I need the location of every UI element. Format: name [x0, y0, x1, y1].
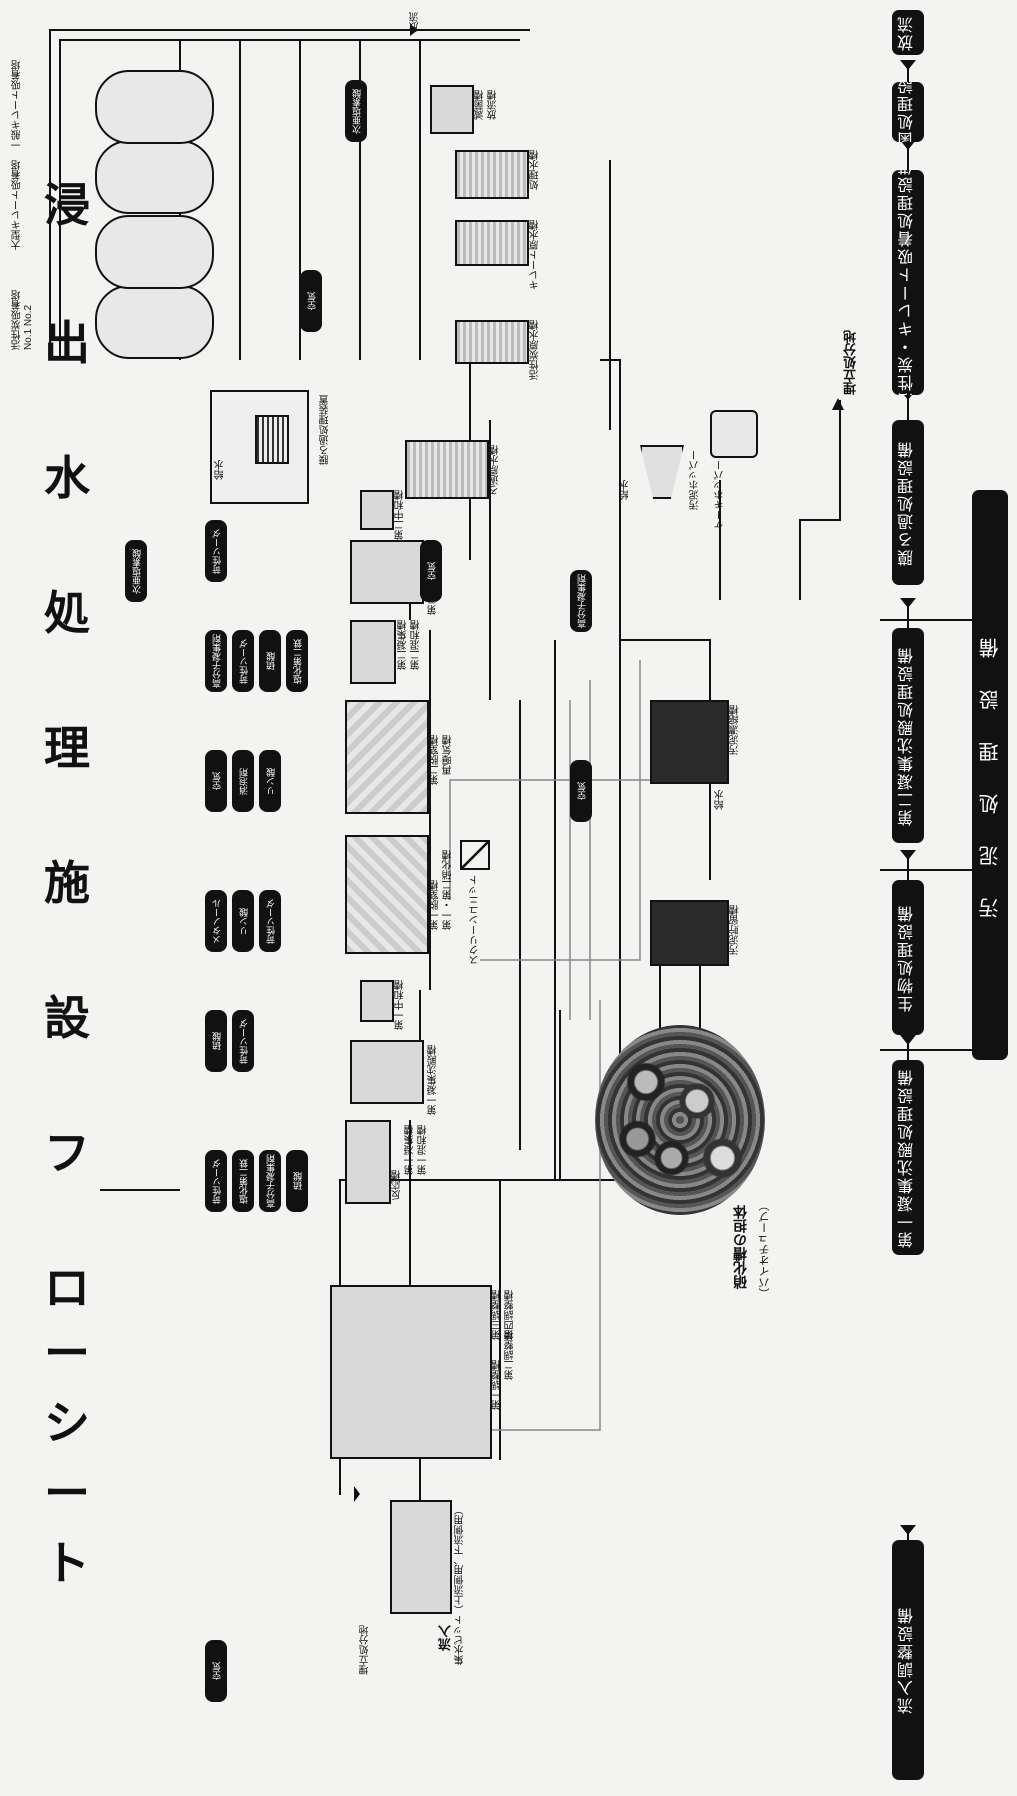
cake-hopper-label: ケーキホッパー	[715, 460, 726, 530]
thick-tank	[650, 700, 729, 784]
disinfect-label-2: 放流槽	[488, 90, 499, 120]
chemical-pill: 苛性ソーダ	[259, 890, 281, 952]
ac-raw-label: 活性炭原水槽	[530, 320, 541, 380]
neutral1-label: 第一中和槽	[395, 980, 406, 1030]
neutral1-tank	[360, 980, 394, 1022]
coag1-label-2: 第一凝集槽	[405, 1125, 416, 1175]
sludge-hopper-label: 汚泥ホッパー	[690, 450, 701, 510]
water-label-2: 給水	[215, 460, 226, 480]
treated-water-tank	[455, 150, 529, 199]
water-label-1: 給水	[620, 480, 631, 500]
coag1-tanks	[345, 1120, 391, 1204]
chelate-tower-2	[95, 70, 214, 144]
chemical-pill: 硫酸	[259, 630, 281, 692]
ac-tower-2	[95, 215, 214, 289]
screen-unit	[460, 840, 490, 870]
chelate-tower-1	[95, 140, 214, 214]
bio-tank-2	[345, 700, 429, 814]
chelate-tower-label: 大型キレート吸着塔	[12, 160, 23, 250]
settle1-label: 第一凝集沈殿槽	[428, 1045, 439, 1115]
coag1-label-1: 反応槽	[392, 1170, 403, 1200]
collection-pit	[390, 1500, 452, 1614]
sludge-tank	[650, 900, 729, 966]
chemical-pill: 空気	[570, 760, 592, 822]
coag2-label-1: 第二凝集槽	[398, 620, 409, 670]
membrane-label: 膜ろ過処理装置	[320, 395, 331, 465]
chemical-pill: 苛性ソーダ	[232, 630, 254, 692]
sludge-tank-label: 汚泥貯留槽	[730, 905, 741, 955]
disinfect-tank	[430, 85, 474, 134]
landfill-small-label: 埋立処分地	[360, 1625, 371, 1675]
process-step: 放流	[892, 10, 924, 55]
membrane-module	[255, 415, 289, 464]
chemical-pill: 硫酸	[286, 1150, 308, 1212]
disinfect-label-1: 滅菌槽	[475, 90, 486, 120]
chemical-pill: 次亜塩素酸	[345, 80, 367, 142]
inflow-label: 流入	[440, 1625, 451, 1651]
process-step: 第二凝集沈殿処理設備	[892, 628, 924, 843]
adjust-label-4: 第四調整槽	[505, 1290, 516, 1340]
process-step: 膜ろ過処理設備	[892, 420, 924, 585]
bio-label-2: 第一・第二硝化槽	[443, 850, 454, 930]
process-step: 滅菌処理設備	[892, 82, 924, 142]
cake-hopper	[710, 410, 758, 458]
treated-label: 処理水槽	[530, 150, 541, 190]
adjust-label-3: 第三調整槽	[492, 1290, 503, 1340]
chemical-pill: 苛性ソーダ	[205, 520, 227, 582]
chemical-pill: 苛性ソーダ	[205, 1150, 227, 1212]
ac-tower-1	[95, 285, 214, 359]
chemical-pill: 空気	[300, 270, 322, 332]
pit-label: 集水ピット（上流側用、下流側用）	[455, 1505, 466, 1665]
screen-label: スクリーンユニット	[470, 875, 481, 965]
carrier-photo	[595, 1025, 765, 1215]
chemical-pill: 消泡剤	[232, 750, 254, 812]
chemical-pill: 苛性ソーダ	[232, 1010, 254, 1072]
process-step: 第一凝集沈殿処理設備	[892, 1060, 924, 1255]
chemical-pill: 硫酸	[205, 1010, 227, 1072]
chemical-pill: 高分子凝集剤	[259, 1150, 281, 1212]
filter-water-tank	[405, 440, 489, 499]
chemical-pill: リン酸	[232, 890, 254, 952]
thick-tank-label: 汚泥濃縮槽	[730, 705, 741, 755]
chemical-pill: 次亜塩素酸	[125, 540, 147, 602]
process-step: 流入調整設備	[892, 1540, 924, 1780]
coag2-label-2: 第二混和槽	[411, 620, 422, 670]
coag1-label-3: 第一混和槽	[418, 1125, 429, 1175]
chemical-pill: 塩化第二鉄	[232, 1150, 254, 1212]
landfill-label: 埋立処分地	[845, 330, 856, 395]
chemical-pill: 高分子凝集剤	[570, 570, 592, 632]
coag2-tanks	[350, 620, 396, 684]
process-step: 活性炭・キレート吸着処理設備	[892, 170, 924, 395]
sludge-bar: 汚 泥 処 理 設 備	[972, 490, 1008, 1060]
photo-caption-sub: （バイオチューブ）	[760, 1200, 771, 1299]
ac-raw-tank	[455, 320, 529, 364]
chemical-pill: メタノール	[205, 890, 227, 952]
water-label-3: 給水	[715, 790, 726, 810]
chemical-pill: 空気	[420, 540, 442, 602]
chemical-pill: 塩化第二鉄	[286, 630, 308, 692]
chelate-raw-label: キレート原水槽	[530, 220, 541, 290]
chelate-raw-tank	[455, 220, 529, 266]
settle2-tank	[350, 540, 424, 604]
settle1-tank	[350, 1040, 424, 1104]
bio-tank-1	[345, 835, 429, 954]
filter-water-label: ろ過原水槽	[490, 445, 501, 495]
discharge-label: 放流	[410, 12, 421, 32]
process-step: 生物処理設備	[892, 880, 924, 1035]
photo-caption: 硝化槽の担体	[735, 1205, 746, 1289]
adjustment-tanks	[330, 1285, 492, 1459]
ac-tower-label: 活性炭吸着塔 No.1 No.2	[12, 270, 42, 350]
chemical-pill: リン酸	[259, 750, 281, 812]
bio-label-4: 再曝気槽	[443, 735, 454, 775]
bio-label-1: 第一脱窒槽	[430, 880, 441, 930]
adjust-label-1: 第一調整槽	[492, 1360, 503, 1410]
bio-label-3: 第二脱窒槽	[430, 735, 441, 785]
chemical-pill: 空気	[205, 750, 227, 812]
chelate-tower2-label: 一般キレート吸着塔	[12, 60, 23, 150]
chemical-pill: 高分子凝集剤	[205, 630, 227, 692]
neutral2-tank	[360, 490, 394, 530]
chemical-pill: 空気	[205, 1640, 227, 1702]
